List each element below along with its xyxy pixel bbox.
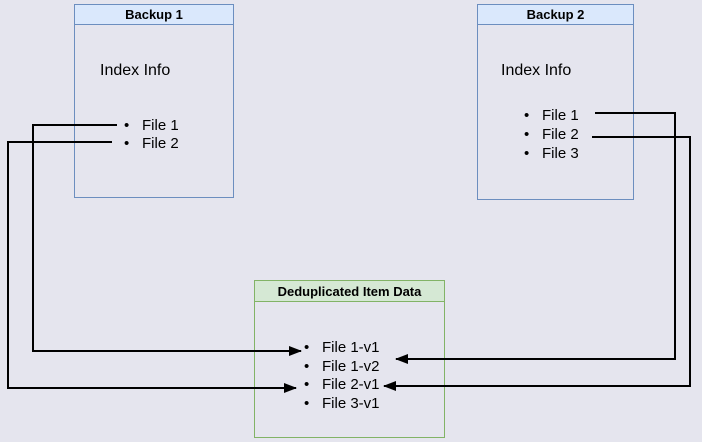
backup1-file-item: File 1 bbox=[124, 117, 179, 135]
dedup-file-item: File 1-v1 bbox=[304, 339, 380, 358]
backup1-box: Backup 1 Index Info File 1 File 2 bbox=[74, 4, 234, 198]
backup2-file-item: File 2 bbox=[524, 125, 579, 144]
dedup-file-list: File 1-v1 File 1-v2 File 2-v1 File 3-v1 bbox=[304, 339, 380, 413]
backup2-file-list: File 1 File 2 File 3 bbox=[524, 106, 579, 163]
backup1-title: Backup 1 bbox=[75, 5, 233, 25]
backup2-file-item: File 3 bbox=[524, 144, 579, 163]
backup2-box: Backup 2 Index Info File 1 File 2 File 3 bbox=[477, 4, 634, 200]
dedup-file-item: File 1-v2 bbox=[304, 358, 380, 377]
deduplicated-item-data-box: Deduplicated Item Data File 1-v1 File 1-… bbox=[254, 280, 445, 438]
dedup-file-item: File 3-v1 bbox=[304, 395, 380, 414]
backup2-file-item: File 1 bbox=[524, 106, 579, 125]
backup1-index-info-label: Index Info bbox=[100, 62, 171, 79]
backup2-title: Backup 2 bbox=[478, 5, 633, 25]
backup1-file-item: File 2 bbox=[124, 135, 179, 153]
backup2-index-info-label: Index Info bbox=[501, 62, 572, 79]
backup1-file-list: File 1 File 2 bbox=[124, 117, 179, 153]
dedup-file-item: File 2-v1 bbox=[304, 376, 380, 395]
dedup-title: Deduplicated Item Data bbox=[255, 281, 444, 302]
